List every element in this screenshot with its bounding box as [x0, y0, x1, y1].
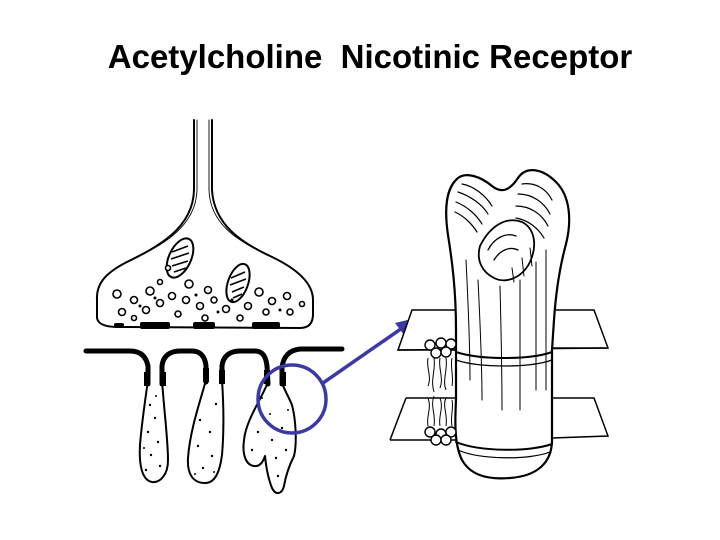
callout	[256, 322, 409, 435]
fold-stippling	[143, 395, 289, 478]
phospholipids	[424, 337, 457, 446]
callout-arrow	[322, 322, 409, 385]
callout-circle	[256, 363, 328, 435]
mitochondrion	[225, 262, 251, 304]
slide-title: Acetylcholine Nicotinic Receptor	[107, 38, 633, 75]
receptor-protein	[445, 169, 571, 480]
postsynaptic-membrane	[83, 346, 345, 494]
mitochondrion	[165, 237, 195, 279]
presynaptic-terminal	[95, 119, 314, 329]
synaptic-vesicles	[112, 264, 306, 322]
lipid-tails	[427, 357, 454, 427]
active-zones	[114, 322, 280, 329]
vesicle-dots	[138, 293, 282, 314]
